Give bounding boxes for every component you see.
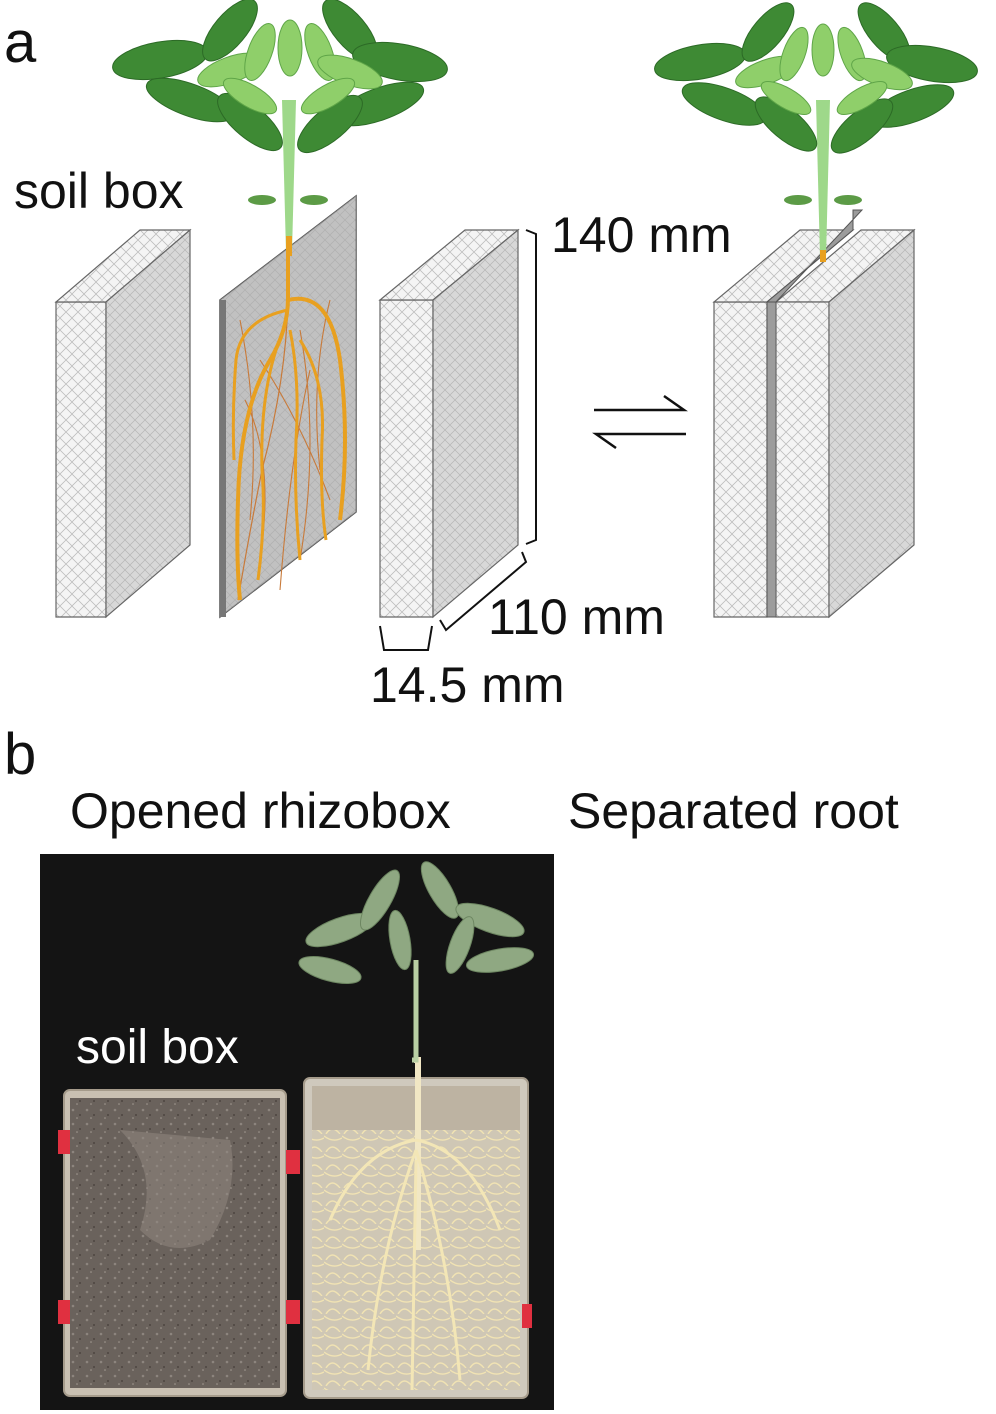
height-dimension-label: 140 mm — [551, 207, 732, 263]
photo-opened-rhizobox — [40, 854, 554, 1410]
soil-box-half-left — [54, 228, 192, 619]
dimension-brackets — [379, 229, 537, 651]
separated-root-title: Separated root — [568, 783, 899, 839]
plant-illustration-right — [654, 2, 978, 262]
root-system-drawing — [231, 250, 347, 601]
panel-b-letter: b — [4, 722, 37, 787]
equilibrium-arrows — [592, 394, 688, 450]
plant-illustration-left — [112, 0, 448, 256]
width-dimension-label: 110 mm — [488, 589, 665, 645]
opened-rhizobox-title: Opened rhizobox — [70, 783, 451, 839]
depth-dimension-label: 14.5 mm — [370, 657, 565, 713]
panel-a-letter: a — [4, 10, 37, 75]
soil-box-dimension-model — [378, 228, 520, 619]
soil-box-label-top: soil box — [14, 163, 184, 219]
soil-box-label-photo: soil box — [76, 1021, 239, 1074]
assembled-rhizobox — [712, 209, 916, 619]
